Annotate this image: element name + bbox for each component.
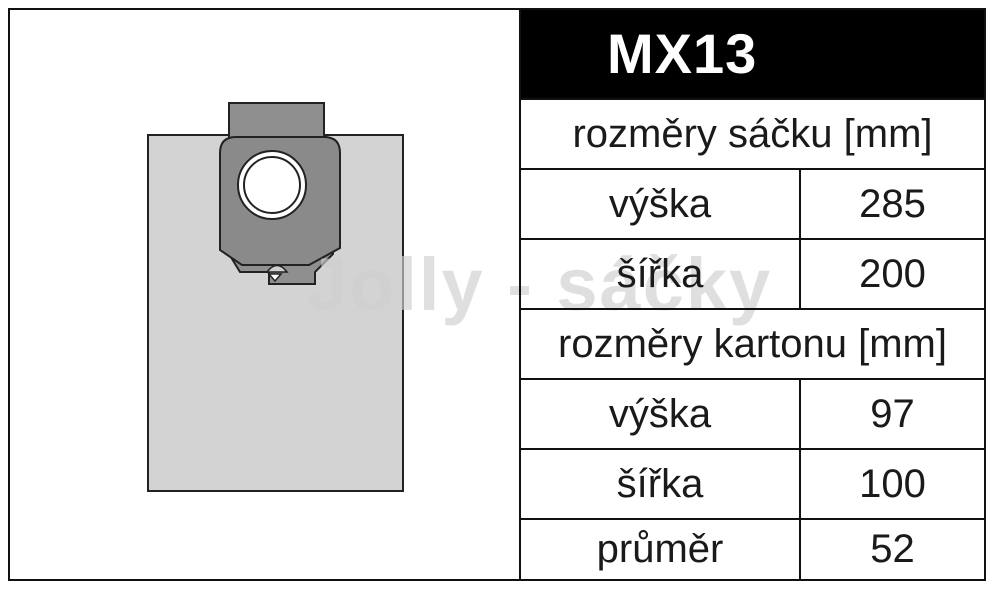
- bag-height-value: 285: [799, 170, 984, 238]
- carton-width-label: šířka: [616, 461, 704, 506]
- bag-width-label: šířka: [616, 251, 704, 296]
- bag-section-header: rozměry sáčku [mm]: [572, 111, 933, 156]
- table-row: šířka 100: [521, 448, 984, 518]
- carton-height-label: výška: [608, 391, 712, 436]
- carton-height-value: 97: [799, 380, 984, 448]
- bag-width-value: 200: [799, 240, 984, 308]
- watermark-text: Jolly - sáčky: [306, 243, 773, 326]
- product-sheet: Jolly - sáčky MX13 rozměry sáčku [mm] vý…: [8, 8, 986, 581]
- dimensions-table: MX13 rozměry sáčku [mm] výška 285 šířka …: [521, 10, 984, 579]
- carton-width-value: 100: [799, 450, 984, 518]
- panel-divider: [519, 10, 521, 579]
- bag-opening-inner: [243, 156, 301, 214]
- bag-section-header-row: rozměry sáčku [mm]: [521, 98, 984, 168]
- table-row: výška 97: [521, 378, 984, 448]
- carton-diameter-label: průměr: [596, 527, 724, 571]
- table-row: průměr 52: [521, 518, 984, 579]
- collar-notch: [265, 264, 289, 273]
- product-title: MX13: [521, 10, 984, 98]
- product-illustration-panel: [10, 10, 519, 579]
- collar-notch-triangle: [267, 273, 283, 283]
- bag-height-label: výška: [608, 181, 712, 226]
- carton-section-header-row: rozměry kartonu [mm]: [521, 308, 984, 378]
- vacuum-bag-illustration: [147, 102, 404, 492]
- carton-section-header: rozměry kartonu [mm]: [558, 321, 947, 366]
- table-row: výška 285: [521, 168, 984, 238]
- carton-diameter-value: 52: [799, 520, 984, 579]
- table-row: šířka 200: [521, 238, 984, 308]
